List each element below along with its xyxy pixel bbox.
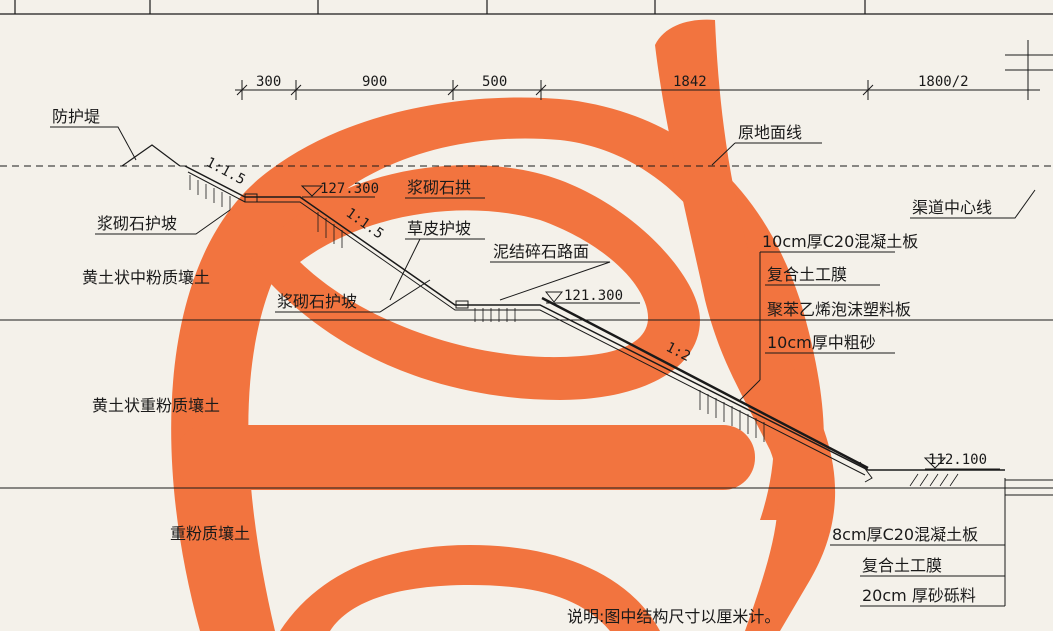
label-canal-centerline: 渠道中心线 bbox=[912, 198, 992, 217]
label-lining-side-2: 聚苯乙烯泡沫塑料板 bbox=[767, 300, 911, 319]
edge-marks bbox=[1005, 40, 1053, 496]
label-stone-slope-lower: 浆砌石护坡 bbox=[277, 292, 357, 311]
leader-lines bbox=[50, 126, 1036, 607]
watermark-right-stroke bbox=[655, 19, 836, 631]
dim-1842: 1842 bbox=[673, 74, 707, 90]
label-original-ground: 原地面线 bbox=[738, 123, 802, 142]
elevation-127300: 127.300 bbox=[320, 181, 379, 197]
label-lining-bottom-0: 8cm厚C20混凝土板 bbox=[832, 525, 978, 544]
label-lining-side-1: 复合土工膜 bbox=[767, 265, 847, 284]
label-embankment: 防护堤 bbox=[52, 107, 100, 126]
label-lining-side-0: 10cm厚C20混凝土板 bbox=[762, 232, 918, 251]
label-lining-bottom-2: 20cm 厚砂砾料 bbox=[862, 586, 976, 605]
label-loess-heavy: 黄土状重粉质壤土 bbox=[92, 396, 220, 415]
watermark-eye-ring bbox=[250, 165, 700, 400]
label-lining-bottom-1: 复合土工膜 bbox=[862, 556, 942, 575]
canal-profile bbox=[184, 165, 1005, 483]
watermark-bottom-arc bbox=[280, 545, 660, 631]
label-stone-slope-upper: 浆砌石护坡 bbox=[97, 214, 177, 233]
label-lining-side-3: 10cm厚中粗砂 bbox=[767, 333, 876, 352]
dimension-line bbox=[235, 80, 1040, 100]
slope-hatching bbox=[189, 175, 959, 487]
dim-1800-half: 1800/2 bbox=[918, 74, 969, 90]
dim-500: 500 bbox=[482, 74, 507, 90]
watermark-arch-ring bbox=[171, 97, 824, 631]
label-grass-slope: 草皮护坡 bbox=[407, 219, 471, 238]
elevation-112100: 112.100 bbox=[928, 452, 987, 468]
label-loess-medium: 黄土状中粉质壤土 bbox=[82, 268, 210, 287]
embankment-shape bbox=[121, 144, 181, 167]
elevation-121300: 121.300 bbox=[564, 288, 623, 304]
dim-300: 300 bbox=[256, 74, 281, 90]
dim-900: 900 bbox=[362, 74, 387, 90]
elevation-markers bbox=[300, 185, 1000, 470]
watermark-shape bbox=[171, 19, 836, 631]
label-gravel-road: 泥结碎石路面 bbox=[493, 242, 589, 261]
label-heavy-loam: 重粉质壤土 bbox=[170, 524, 250, 543]
title-block-border bbox=[0, 0, 1053, 15]
label-stone-arch: 浆砌石拱 bbox=[407, 178, 471, 197]
watermark-bar bbox=[175, 425, 755, 490]
drawing-note: 说明:图中结构尺寸以厘米计。 bbox=[567, 607, 780, 626]
